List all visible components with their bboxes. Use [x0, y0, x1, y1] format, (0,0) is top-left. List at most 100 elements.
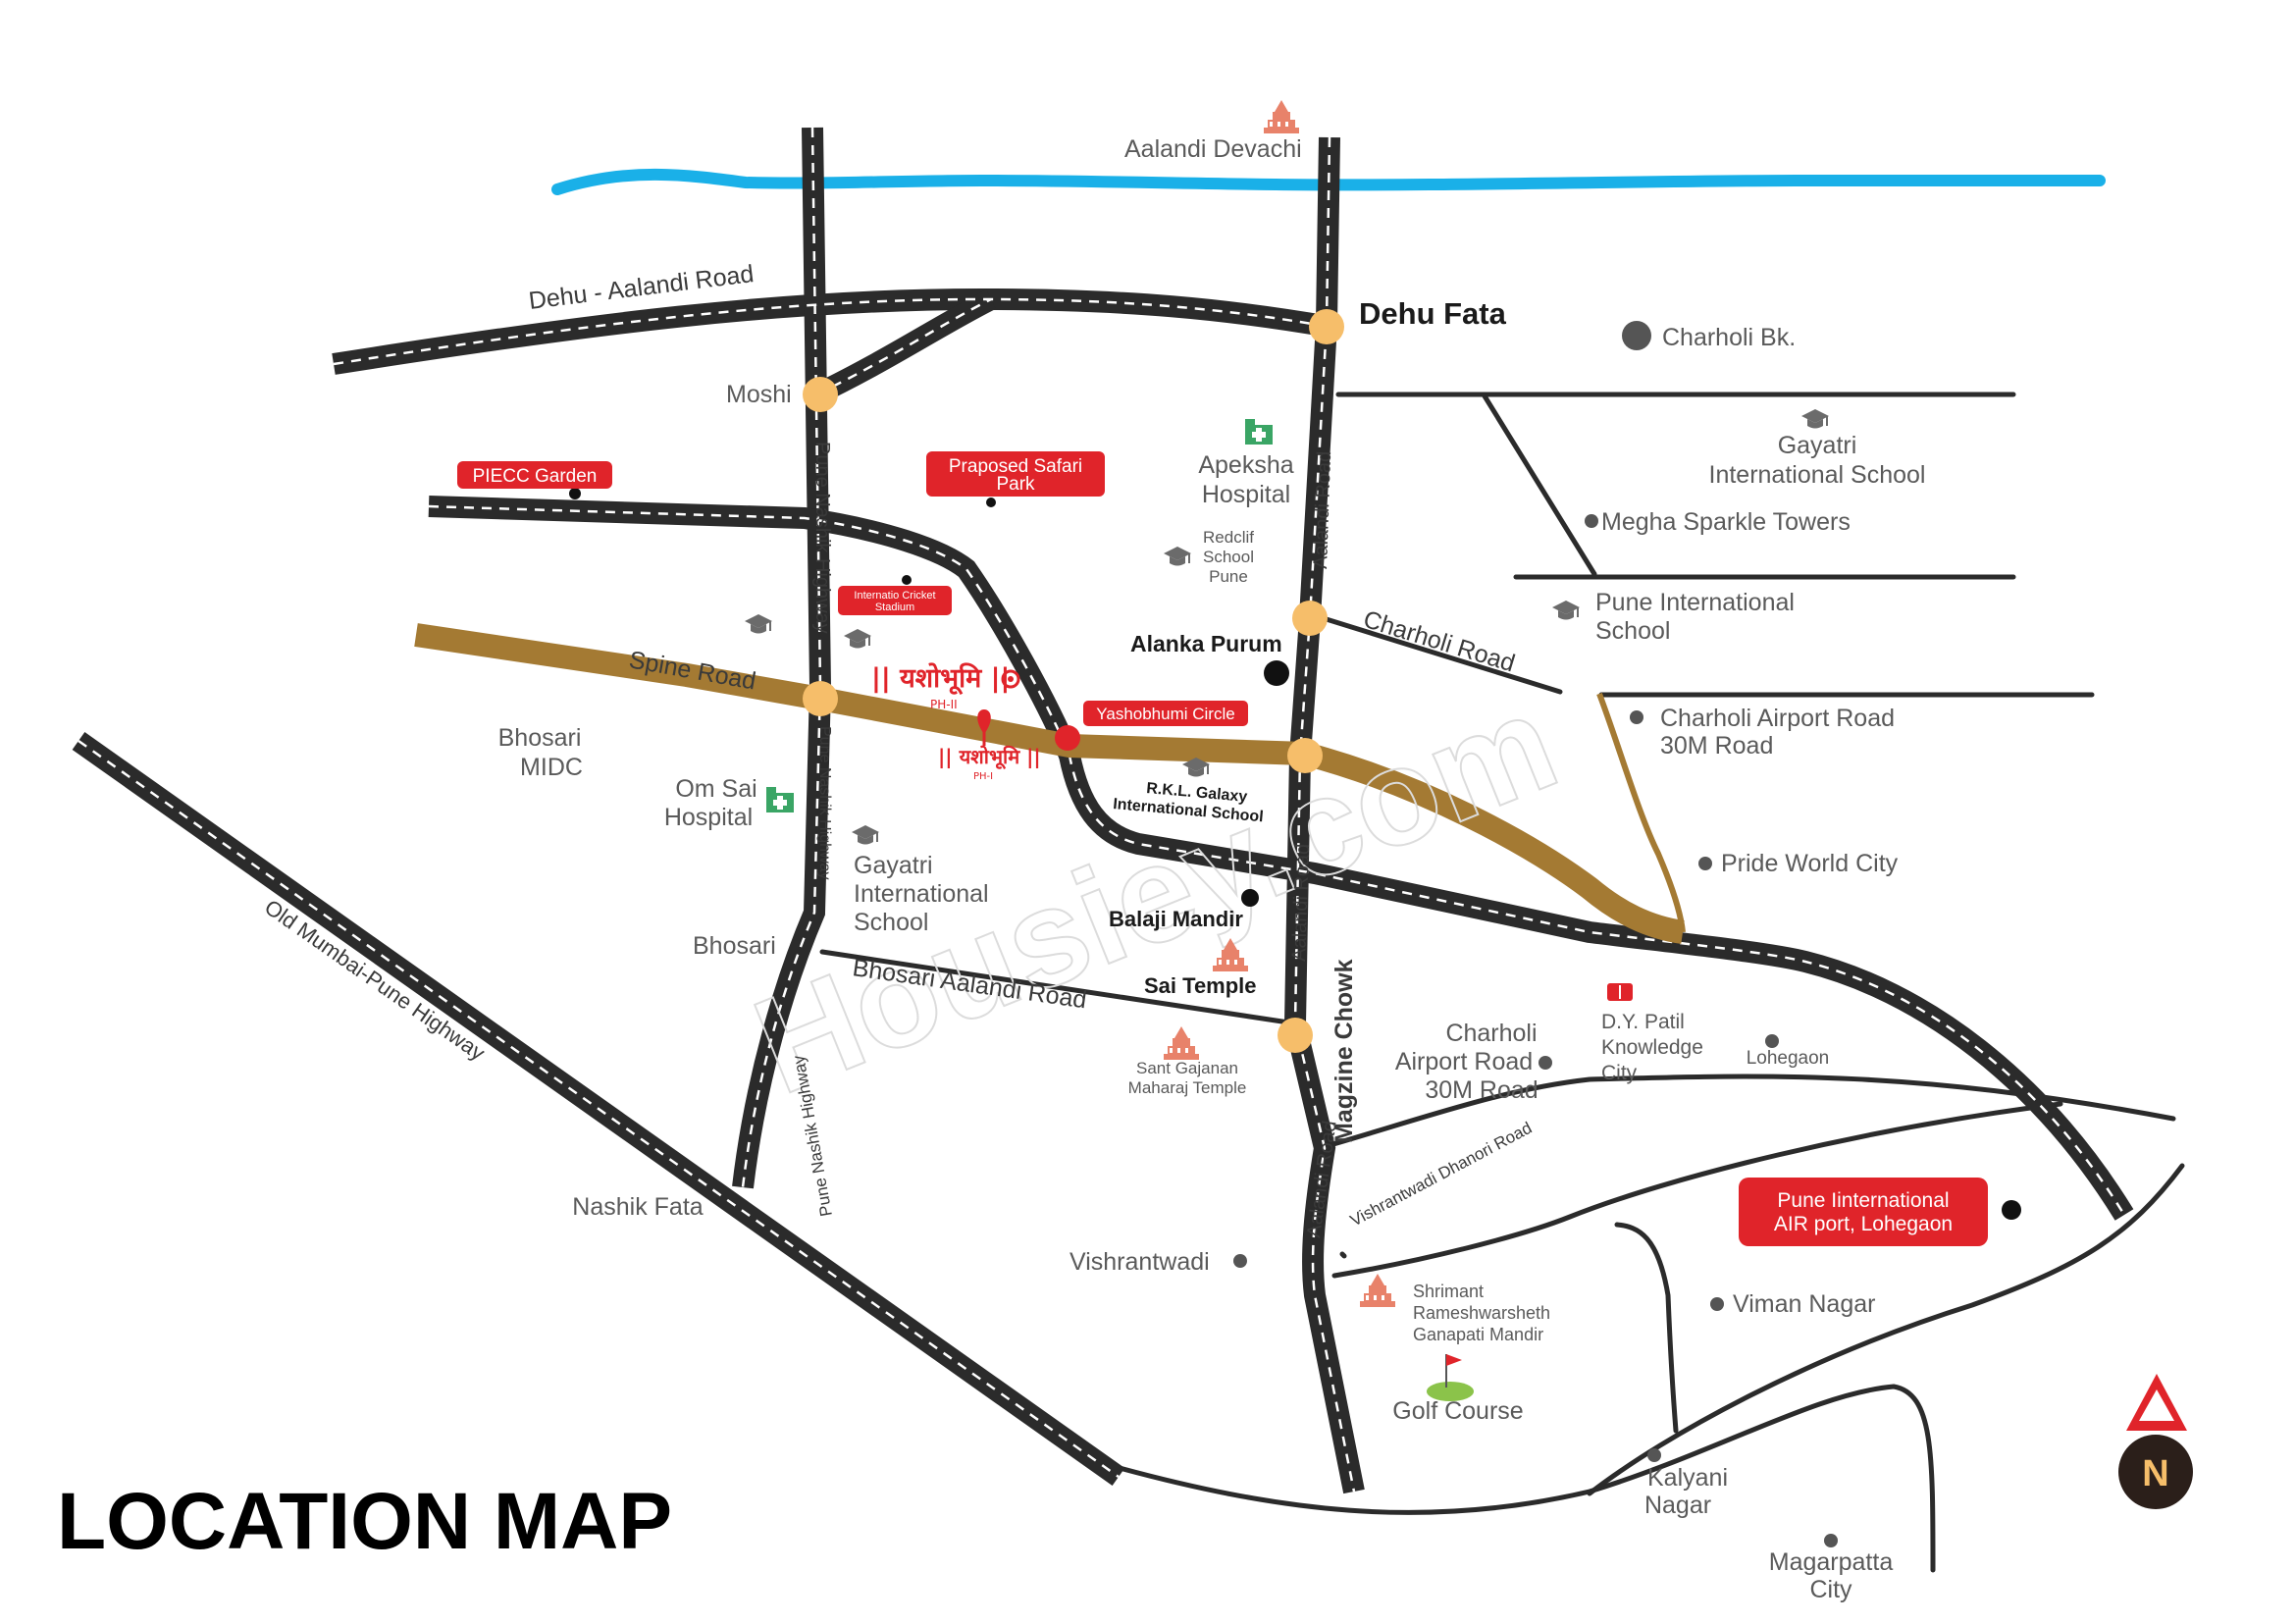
label-gayatri-left-3: School — [854, 909, 928, 936]
label-gayatri-left-2: International — [854, 880, 989, 908]
school-icon — [852, 825, 879, 845]
label-bhosari-midc-1: Bhosari — [498, 724, 582, 752]
label-charholi-airport-b2: Airport Road — [1395, 1048, 1533, 1075]
label-gayatri-1: Gayatri — [1778, 432, 1857, 459]
badge-safari-label-2: Park — [996, 474, 1035, 495]
badge-cricket-label-2: Stadium — [875, 602, 914, 613]
label-pune-intl-school-1: Pune International — [1595, 589, 1795, 616]
balaji-mandir-dot — [1241, 889, 1259, 907]
label-sai-temple: Sai Temple — [1144, 973, 1257, 998]
label-om-sai-1: Om Sai — [675, 775, 756, 803]
label-redclif-3: Pune — [1209, 567, 1248, 586]
label-alanka-purum: Alanka Purum — [1130, 631, 1282, 656]
label-kalyani-2: Nagar — [1644, 1492, 1711, 1519]
badge-safari-park[interactable]: Praposed Safari Park — [926, 451, 1105, 497]
label-om-sai-2: Hospital — [664, 804, 753, 831]
label-pune-intl-school-2: School — [1595, 617, 1670, 645]
temple-icon — [1164, 1026, 1199, 1060]
temple-icon — [1360, 1274, 1395, 1307]
label-sant-gajanan-1: Sant Gajanan — [1136, 1059, 1238, 1077]
road-label-old-mumbai-pune: Old Mumbai-Pune Highway — [260, 895, 490, 1066]
major-roads — [78, 128, 2124, 1492]
junctions — [803, 309, 1344, 1053]
label-shrimant-1: Shrimant — [1413, 1282, 1484, 1301]
badge-piecc-label: PIECC Garden — [473, 466, 598, 487]
label-redclif-2: School — [1203, 548, 1254, 566]
badge-yashobhumi-label: Yashobhumi Circle — [1096, 705, 1234, 723]
compass-north-icon: N — [2118, 1374, 2193, 1509]
label-charholi-bk: Charholi Bk. — [1662, 324, 1796, 351]
label-apeksha-2: Hospital — [1202, 481, 1290, 508]
road-label-vishrantwadi-dhanori: Vishrantwadi Dhanori Road — [1347, 1119, 1535, 1231]
label-bhosari-midc-2: MIDC — [520, 754, 583, 781]
badge-pune-airport[interactable]: Pune Iinternational AIR port, Lohegaon — [1739, 1178, 1988, 1246]
label-dy-patil-2: Knowledge — [1601, 1036, 1703, 1059]
spine-road — [414, 623, 1686, 944]
label-dy-patil-3: City — [1601, 1062, 1638, 1084]
badge-yashobhumi-circle[interactable]: Yashobhumi Circle — [1083, 701, 1248, 726]
project-ph1-name: || यशोभूमि || — [938, 745, 1041, 769]
project-ph1[interactable]: || यशोभूमि || PH-I — [938, 709, 1041, 782]
label-lohegaon: Lohegaon — [1747, 1048, 1830, 1069]
label-charholi-airport-2: 30M Road — [1660, 732, 1773, 760]
label-moshi: Moshi — [726, 381, 792, 408]
label-dy-patil-1: D.Y. Patil — [1601, 1011, 1685, 1033]
label-sant-gajanan-2: Maharaj Temple — [1128, 1078, 1247, 1097]
road-label-pune-nashik-2: Pune Nashik Highway — [816, 726, 833, 880]
road-label-magzine-chowk: Magzine Chowk — [1330, 959, 1358, 1143]
badge-airport-label-1: Pune Iinternational — [1777, 1189, 1949, 1212]
label-redclif-1: Redclif — [1203, 528, 1254, 547]
label-pride-world-city: Pride World City — [1721, 850, 1899, 877]
label-aalandi-devachi: Aalandi Devachi — [1124, 135, 1302, 163]
school-icon — [1164, 547, 1191, 566]
label-bhosari: Bhosari — [693, 932, 776, 960]
label-magarpatta-2: City — [1809, 1576, 1852, 1603]
book-icon — [1607, 983, 1633, 1001]
label-charholi-airport-1: Charholi Airport Road — [1660, 705, 1895, 732]
hospital-icon — [1245, 419, 1273, 445]
label-kalyani-1: Kalyani — [1647, 1464, 1728, 1492]
road-label-aalandi-2: Aalandi Road — [1288, 843, 1314, 962]
alanka-purum-dot — [1264, 660, 1289, 686]
road-label-aalandi-1: Aalandi Road — [1310, 450, 1335, 569]
temple-icon — [1264, 100, 1299, 133]
label-megha-sparkle: Megha Sparkle Towers — [1601, 508, 1851, 536]
river — [551, 168, 2106, 195]
yashobhumi-circle-marker[interactable] — [1055, 725, 1080, 751]
label-vishrantwadi: Vishrantwadi — [1069, 1248, 1210, 1276]
hospital-icon — [766, 787, 794, 812]
minor-roads — [819, 392, 2185, 1573]
school-icon — [1801, 409, 1829, 429]
school-icon — [844, 629, 871, 649]
label-charholi-airport-b1: Charholi — [1445, 1020, 1537, 1047]
north-label: N — [2142, 1453, 2168, 1494]
school-icon — [1552, 601, 1580, 620]
badge-piecc-garden[interactable]: PIECC Garden — [457, 461, 612, 489]
label-viman-nagar: Viman Nagar — [1733, 1290, 1875, 1318]
label-golf-course: Golf Course — [1392, 1397, 1523, 1425]
road-label-charholi: Charholi Road — [1360, 605, 1518, 678]
label-magarpatta-1: Magarpatta — [1769, 1548, 1894, 1576]
label-charholi-airport-b3: 30M Road — [1425, 1076, 1538, 1104]
road-label-pune-nashik-1: Pune Nashik Highway — [811, 442, 833, 634]
project-ph2-name: || यशोभूमि || — [871, 662, 1010, 696]
place-dots — [569, 321, 1838, 1547]
school-icon — [745, 614, 772, 634]
label-shrimant-2: Rameshwarsheth — [1413, 1303, 1550, 1323]
project-ph2-tag: PH-II — [930, 698, 958, 711]
label-balaji-mandir: Balaji Mandir — [1109, 907, 1243, 931]
label-gayatri-2: International School — [1709, 461, 1926, 489]
badge-safari-label-1: Praposed Safari — [949, 456, 1082, 477]
badge-airport-label-2: AIR port, Lohegaon — [1774, 1213, 1953, 1235]
label-apeksha-1: Apeksha — [1198, 451, 1293, 479]
golf-icon — [1427, 1354, 1474, 1401]
project-ph1-tag: PH-I — [973, 771, 993, 782]
label-nashik-fata: Nashik Fata — [572, 1193, 703, 1221]
badge-cricket-stadium[interactable]: Internatio Cricket Stadium — [838, 586, 952, 615]
label-shrimant-3: Ganapati Mandir — [1413, 1325, 1543, 1344]
page-title: LOCATION MAP — [57, 1477, 672, 1566]
airport-dot — [2002, 1200, 2021, 1220]
project-ph2[interactable]: || यशोभूमि || PH-II — [871, 662, 1020, 711]
label-dehu-fata: Dehu Fata — [1359, 296, 1507, 331]
